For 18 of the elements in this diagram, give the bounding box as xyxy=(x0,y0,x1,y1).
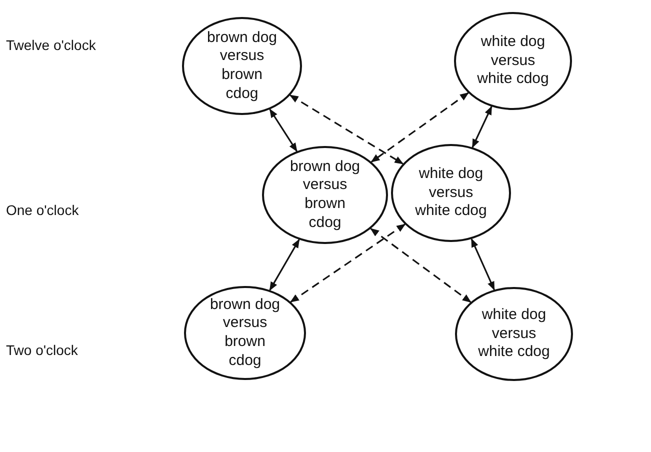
arrow xyxy=(269,238,300,291)
arrow xyxy=(470,238,495,291)
row-label: Two o'clock xyxy=(6,342,78,358)
arrow xyxy=(269,108,298,152)
ellipse-node xyxy=(262,146,388,244)
node-text: white dog versus white cdog xyxy=(477,306,551,362)
node-text: brown dog versus brown cdog xyxy=(206,28,278,104)
node-text: brown dog versus brown cdog xyxy=(288,158,362,232)
row-label: Twelve o'clock xyxy=(6,37,96,53)
node-text: brown dog versus brown cdog xyxy=(208,296,282,370)
row-label: One o'clock xyxy=(6,202,79,218)
node-text: white dog versus white cdog xyxy=(476,32,550,90)
dashed-arrow xyxy=(290,224,406,303)
dashed-arrow xyxy=(370,92,469,163)
arrow xyxy=(472,106,492,148)
node-text: white dog versus white cdog xyxy=(414,164,488,222)
dashed-arrow xyxy=(289,94,404,164)
dashed-arrow xyxy=(370,228,472,303)
